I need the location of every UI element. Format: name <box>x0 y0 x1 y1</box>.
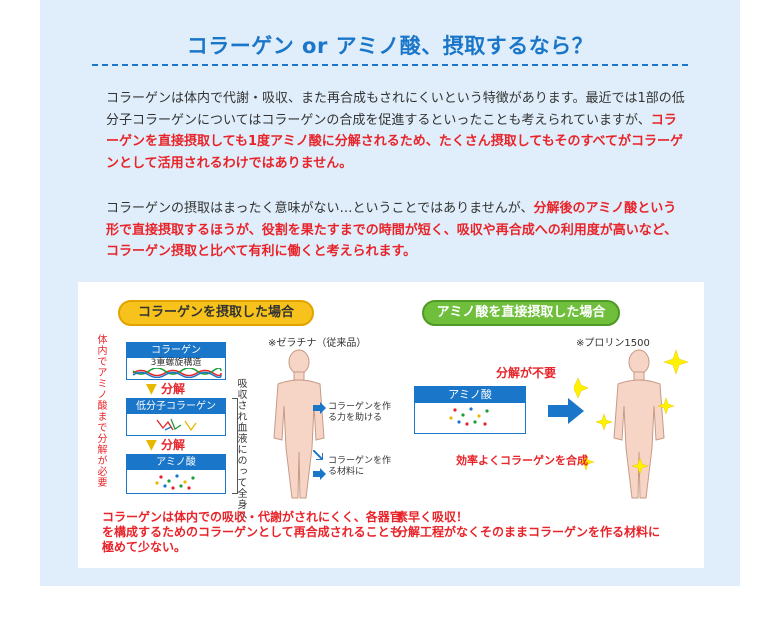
decompose-required-label: 体内でアミノ酸まで分解が必要 <box>95 334 106 488</box>
low-molecular-collagen-title: 低分子コラーゲン <box>127 399 225 414</box>
right-caption-1: 素早く吸収！ <box>396 510 469 524</box>
low-molecular-collagen-box: 低分子コラーゲン <box>126 398 226 436</box>
left-caption: コラーゲンは体内での吸収・代謝がされにくく、各器官を構成するためのコラーゲンとし… <box>102 510 402 554</box>
triple-helix-label: 3重螺旋構造 <box>150 358 202 368</box>
down-arrow-icon: ▼ <box>146 437 157 453</box>
proline-note: ※プロリン1500 <box>576 338 650 349</box>
decompose-label-1: 分解 <box>160 382 185 396</box>
big-arrow-right-icon <box>548 398 584 424</box>
arrow-label-material: コラーゲンを作る材料に <box>328 456 392 477</box>
down-arrow-icon: ▼ <box>146 381 157 397</box>
paragraph-1-highlight: コラーゲンを直接摂取しても1度アミノ酸に分解されるため、たくさん摂取してもそのす… <box>106 112 684 171</box>
content-panel: コラーゲン or アミノ酸、摂取するなら？ コラーゲンは体内で代謝・吸収、また再… <box>40 0 740 586</box>
decompose-label-2: 分解 <box>160 438 185 452</box>
paragraph-1-text: コラーゲンは体内で代謝・吸収、また再合成もされにくいという特徴があります。最近で… <box>106 91 685 128</box>
body-figure-left-icon <box>273 349 325 499</box>
decompose-step-1: ▼ 分解 <box>146 380 185 397</box>
amino-acid-box-right: アミノ酸 <box>414 386 526 434</box>
paragraph-1: コラーゲンは体内で代謝・吸収、また再合成もされにくいという特徴があります。最近で… <box>106 88 686 174</box>
absorbed-label: 吸収され血液にのって全身へ <box>235 378 246 521</box>
title-divider <box>92 64 688 66</box>
amino-acid-title-left: アミノ酸 <box>127 455 225 470</box>
gelatin-note: ※ゼラチナ（従来品） <box>268 338 367 349</box>
arrow-down-right-icon <box>313 450 323 460</box>
section-title: コラーゲン or アミノ酸、摂取するなら？ <box>186 34 594 58</box>
paragraph-2-highlight: 分解後のアミノ酸という形で直接摂取するほうが、役割を果たすまでの時間が短く、吸収… <box>106 201 678 259</box>
amino-intake-label: アミノ酸を直接摂取した場合 <box>422 300 620 326</box>
amino-acid-title-right: アミノ酸 <box>415 387 525 403</box>
arrow-right-icon <box>313 402 326 414</box>
no-decompose-label: 分解が不要 <box>496 366 557 380</box>
absorption-bracket <box>232 398 238 494</box>
collagen-box: コラーゲン 3重螺旋構造 <box>126 342 226 380</box>
right-caption-2: 分解工程がなくそのままコラーゲンを作る材料に <box>396 525 661 539</box>
paragraph-2-text: コラーゲンの摂取はまったく意味がない…ということではありませんが、 <box>106 201 534 216</box>
amino-acid-box-left: アミノ酸 <box>126 454 226 494</box>
amino-dots-right-icon <box>449 407 489 426</box>
arrow-right-icon <box>313 468 326 480</box>
comparison-diagram: コラーゲンを摂取した場合 ※ゼラチナ（従来品） 体内でアミノ酸まで分解が必要 コ… <box>78 282 704 568</box>
collagen-fragments-icon <box>156 418 197 432</box>
paragraph-2: コラーゲンの摂取はまったく意味がない…ということではありませんが、分解後のアミノ… <box>106 198 686 263</box>
efficient-synthesis-label: 効率よくコラーゲンを合成 <box>456 454 588 467</box>
collagen-intake-label: コラーゲンを摂取した場合 <box>118 300 314 326</box>
body-figure-right-icon <box>613 349 665 499</box>
collagen-box-title: コラーゲン <box>127 343 225 358</box>
decompose-step-2: ▼ 分解 <box>146 436 185 453</box>
sparkle-icons <box>574 349 689 475</box>
arrow-label-support: コラーゲンを作る力を助ける <box>328 402 392 423</box>
amino-dots-icon <box>155 474 195 490</box>
triple-helix-icon <box>132 368 222 378</box>
